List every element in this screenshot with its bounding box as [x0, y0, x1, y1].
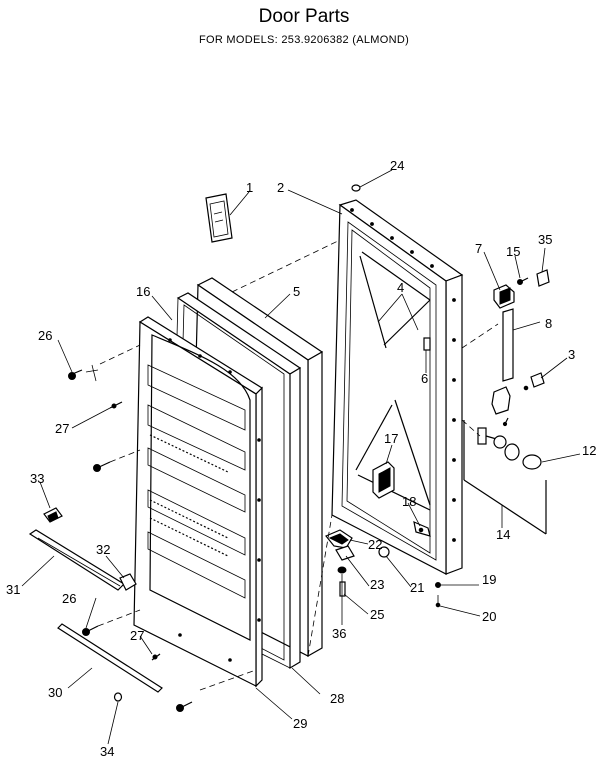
inner-door-liner — [133, 316, 263, 688]
callout-30: 30 — [48, 685, 62, 700]
alignment-lines — [97, 239, 499, 691]
lock-assembly-part-12 — [477, 417, 542, 470]
outer-door-panel — [331, 199, 464, 575]
handle-block-part-17 — [372, 461, 395, 499]
door-stop-part-6 — [423, 337, 431, 351]
callout-18: 18 — [402, 494, 416, 509]
callout-28: 28 — [330, 691, 344, 706]
page-title: Door Parts — [258, 6, 350, 27]
screw-part-27-bottom — [151, 653, 161, 661]
callout-16: 16 — [136, 284, 150, 299]
page-subtitle: FOR MODELS: 253.9206382 (ALMOND) — [198, 34, 410, 46]
leader-lines — [21, 169, 581, 745]
callout-24: 24 — [390, 158, 404, 173]
screw-part-26-bottom — [82, 625, 99, 636]
screw-part-27-top — [109, 401, 123, 409]
callout-17: 17 — [384, 431, 398, 446]
bracket-part-18 — [413, 520, 431, 537]
callout-26-bottom: 26 — [62, 591, 76, 606]
bottom-hinge-parts — [325, 529, 441, 608]
callout-36: 36 — [332, 626, 346, 641]
lower-bracket — [491, 386, 511, 415]
callout-27-bottom: 27 — [130, 628, 144, 643]
callout-25: 25 — [370, 607, 384, 622]
rod-part-30 — [57, 623, 163, 693]
callout-27-top: 27 — [55, 421, 69, 436]
callout-21: 21 — [410, 580, 424, 595]
callout-20: 20 — [482, 609, 496, 624]
callout-7: 7 — [475, 241, 482, 256]
callout-15: 15 — [506, 244, 520, 259]
screw-part-34 — [113, 692, 123, 702]
callout-26-top: 26 — [38, 328, 52, 343]
callout-29: 29 — [293, 716, 307, 731]
bar-part-8 — [502, 308, 514, 382]
hinge-part-7 — [493, 284, 515, 309]
door-gasket — [169, 292, 302, 670]
plate-part-3 — [523, 372, 545, 391]
label-part-1 — [205, 193, 233, 243]
callout-4: 4 — [397, 280, 404, 295]
screw-part-26-top — [68, 364, 99, 382]
callout-2: 2 — [277, 180, 284, 195]
screw-mid — [93, 461, 111, 472]
door-rivets — [350, 208, 456, 542]
callout-22: 22 — [368, 537, 382, 552]
callout-3: 3 — [568, 347, 575, 362]
clip-part-33 — [43, 507, 63, 523]
callout-32: 32 — [96, 542, 110, 557]
callout-19: 19 — [482, 572, 496, 587]
callout-14: 14 — [496, 527, 510, 542]
callout-31: 31 — [6, 582, 20, 597]
callout-1: 1 — [246, 180, 253, 195]
callout-6: 6 — [421, 371, 428, 386]
callout-5: 5 — [293, 284, 300, 299]
screw-part-15 — [517, 277, 529, 285]
screw-bottom — [176, 701, 193, 712]
rod-part-14 — [463, 420, 547, 535]
bar-part-31 — [28, 529, 125, 591]
callout-8: 8 — [545, 316, 552, 331]
screw-part-24 — [351, 184, 361, 192]
plate-part-35 — [536, 269, 550, 287]
callout-23: 23 — [370, 577, 384, 592]
callout-12: 12 — [582, 443, 596, 458]
callout-34: 34 — [100, 744, 114, 759]
callout-numbers: 1 2 3 4 5 6 7 8 12 14 15 16 17 18 19 20 … — [6, 158, 596, 759]
callout-35: 35 — [538, 232, 552, 247]
liner-shelves — [147, 364, 246, 599]
callout-33: 33 — [30, 471, 44, 486]
